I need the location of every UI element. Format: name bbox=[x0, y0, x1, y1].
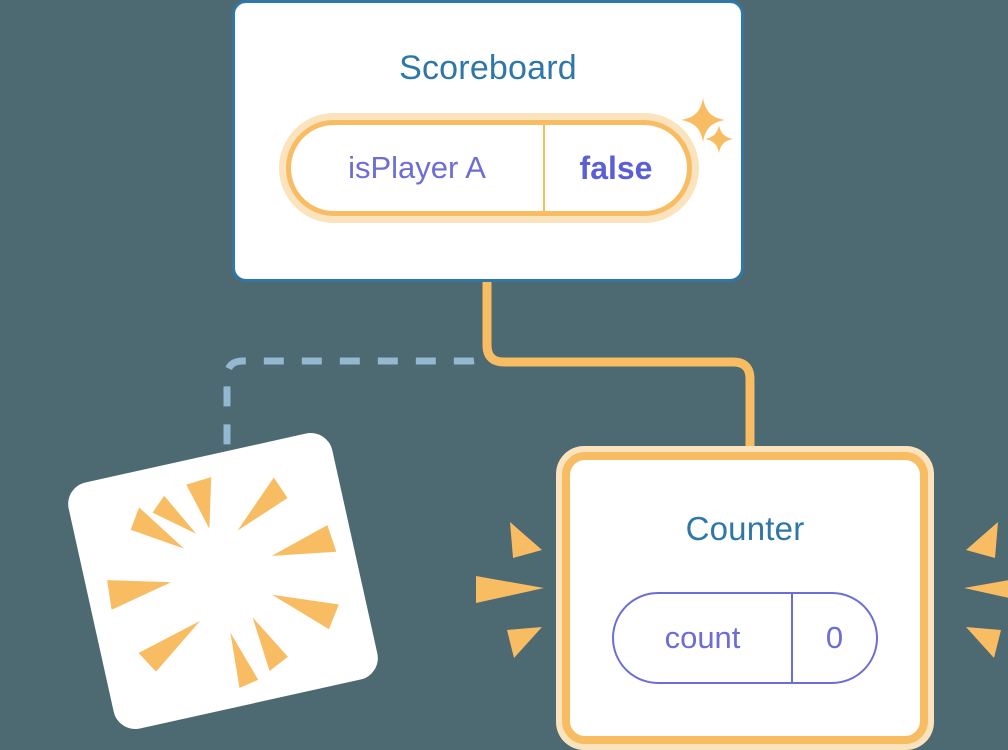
scoreboard-title: Scoreboard bbox=[399, 49, 577, 87]
connector-solid-counter bbox=[482, 281, 755, 455]
sparkle-small-icon bbox=[705, 125, 733, 153]
scoreboard-card[interactable]: Scoreboard isPlayer A false bbox=[232, 0, 744, 282]
counter-burst-rays-right bbox=[964, 522, 1008, 658]
counter-pill-value: 0 bbox=[825, 620, 844, 655]
counter-card-inner: Counter count 0 bbox=[562, 452, 928, 744]
counter-state-pill[interactable]: count 0 bbox=[612, 592, 878, 684]
counter-burst-rays-left bbox=[476, 522, 544, 658]
blank-card-burst-rays bbox=[107, 477, 339, 688]
counter-pill-key: count bbox=[614, 594, 793, 682]
counter-title: Counter bbox=[685, 510, 805, 547]
counter-card[interactable]: Counter count 0 bbox=[556, 446, 934, 750]
scoreboard-pill-key: isPlayer A bbox=[291, 125, 545, 211]
blank-card[interactable] bbox=[63, 428, 383, 734]
sparkle-large-icon bbox=[681, 98, 725, 142]
connector-dashed-blank-card bbox=[223, 330, 491, 462]
scoreboard-pill-value: false bbox=[579, 149, 653, 186]
scoreboard-state-pill[interactable]: isPlayer A false bbox=[279, 113, 699, 223]
